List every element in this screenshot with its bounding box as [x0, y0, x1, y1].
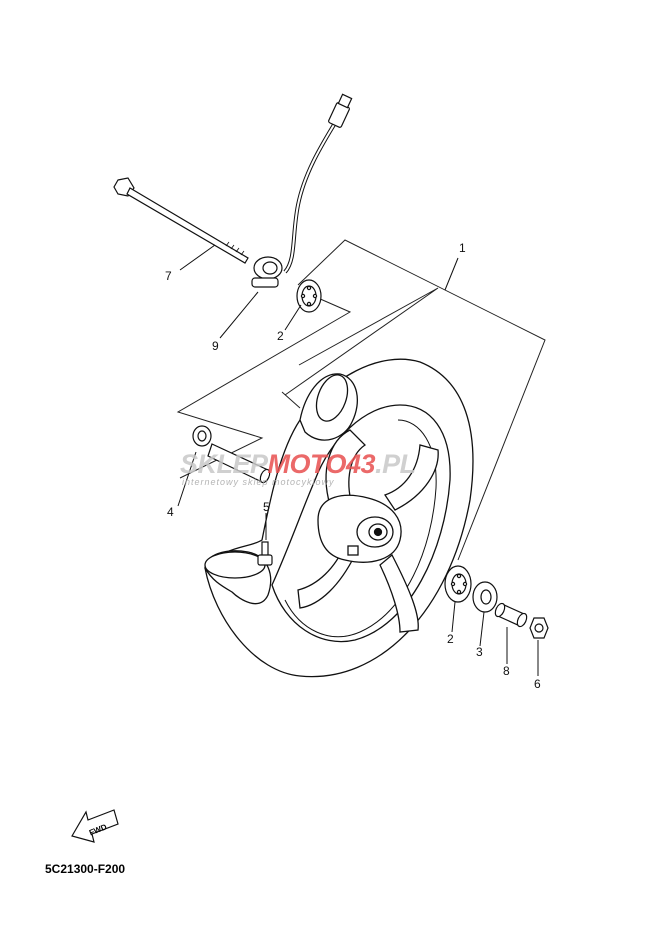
- callout-2-upper: 2: [277, 329, 284, 343]
- callout-3: 3: [476, 645, 483, 659]
- watermark: SKLEPMOTO43.PL internetowy sklep motocyk…: [180, 449, 416, 487]
- speedometer-cable: [283, 93, 353, 274]
- callout-1: 1: [459, 241, 466, 255]
- callout-labels: 1 2 2 3 4 5 6 7 8 9: [165, 241, 541, 691]
- speedometer-gear-unit: [251, 256, 283, 288]
- callout-9: 9: [212, 339, 219, 353]
- bearing-lower: [444, 565, 472, 603]
- leader-lines: [177, 244, 539, 676]
- callout-6: 6: [534, 677, 541, 691]
- axle-collar: [494, 602, 528, 628]
- svg-text:SKLEPMOTO43.PL: SKLEPMOTO43.PL: [180, 449, 416, 479]
- watermark-part4: .PL: [375, 449, 416, 479]
- callout-7: 7: [165, 269, 172, 283]
- callout-4: 4: [167, 505, 174, 519]
- oil-seal: [472, 581, 498, 613]
- spacer-collar: [192, 425, 271, 484]
- watermark-part3: 43: [345, 449, 376, 479]
- axle-nut: [529, 617, 549, 639]
- fwd-arrow: FWD: [71, 809, 119, 843]
- axle: [113, 177, 249, 264]
- bearing-upper: [296, 279, 322, 313]
- watermark-part1: SKLEP: [180, 449, 269, 479]
- callout-5: 5: [263, 500, 270, 514]
- diagram-code: 5C21300-F200: [45, 862, 125, 876]
- callout-2-lower: 2: [447, 632, 454, 646]
- watermark-part2: MOTO: [268, 449, 347, 479]
- callout-8: 8: [503, 664, 510, 678]
- tire-valve: [257, 541, 273, 566]
- front-wheel: [204, 358, 474, 678]
- watermark-tagline: internetowy sklep motocyklowy: [182, 477, 335, 487]
